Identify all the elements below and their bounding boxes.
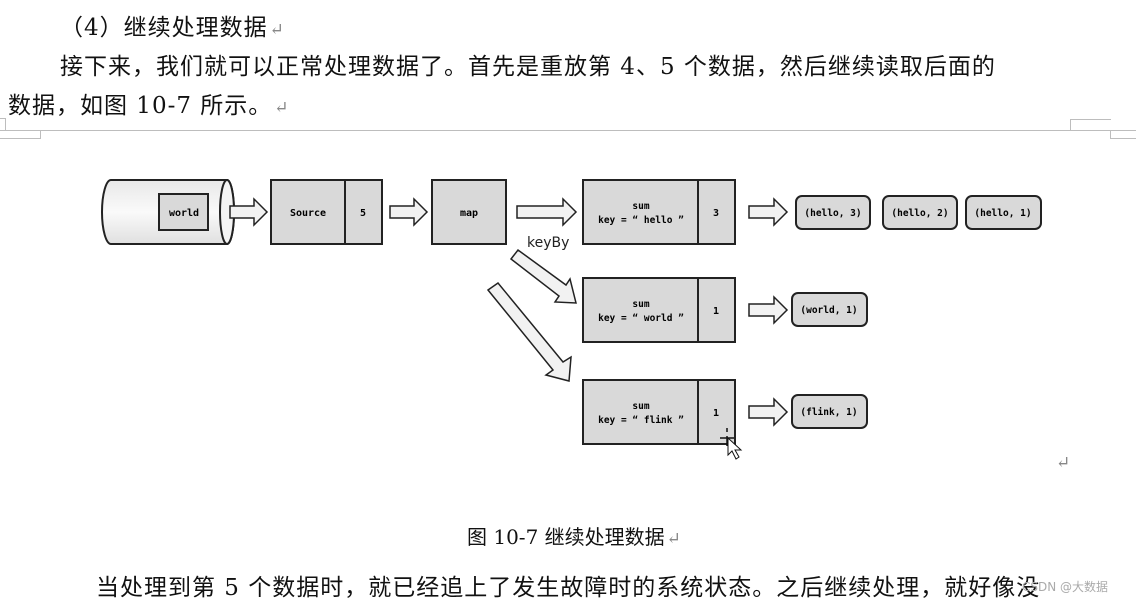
source-offset: 5	[360, 208, 366, 219]
task-state: 3	[713, 208, 719, 219]
margin-corner-mark	[1070, 119, 1111, 131]
map-operator: map	[431, 179, 507, 245]
keyby-label: keyBy	[527, 235, 569, 251]
sum-task-hello: sum key = “ hello ” 3	[582, 179, 736, 245]
flow-arrow-icon	[748, 397, 789, 427]
queue-item-box	[158, 193, 209, 231]
section-heading: （4）继续处理数据↵	[60, 8, 285, 42]
flow-arrow-icon	[516, 197, 578, 227]
section-heading-text: （4）继续处理数据	[60, 15, 268, 41]
output-record-text: (hello, 1)	[974, 208, 1031, 219]
paragraph-1-line-2-text: 数据，如图 10-7 所示。	[8, 93, 273, 119]
margin-corner-mark	[1110, 130, 1136, 139]
paragraph-1-line-2: 数据，如图 10-7 所示。↵	[8, 86, 290, 120]
output-record-text: (flink, 1)	[800, 407, 857, 418]
sum-label: sum	[632, 201, 649, 212]
output-record: (hello, 1)	[965, 195, 1042, 230]
map-label: map	[460, 208, 478, 219]
paragraph-mark-icon: ↵	[1056, 453, 1071, 473]
source-label: Source	[290, 208, 326, 219]
output-record-text: (hello, 3)	[804, 208, 861, 219]
output-record-text: (world, 1)	[800, 305, 857, 316]
queue-item-label: world	[169, 208, 199, 219]
margin-corner-mark	[0, 118, 6, 131]
flow-arrow-icon	[229, 197, 269, 227]
output-record-text: (hello, 2)	[891, 208, 948, 219]
sum-task-world: sum key = “ world ” 1	[582, 277, 736, 343]
watermark: CSDN @大数据	[1022, 580, 1109, 594]
task-state: 1	[713, 306, 719, 317]
paragraph-2: 当处理到第 5 个数据时，就已经追上了发生故障时的系统状态。之后继续处理，就好像…	[96, 575, 1041, 601]
figure-caption: 图 10-7 继续处理数据↵	[467, 521, 681, 550]
sum-label: sum	[632, 401, 649, 412]
flow-arrow-icon	[748, 295, 789, 325]
page-break-divider	[0, 130, 1136, 131]
queue-cylinder: world	[101, 179, 235, 245]
output-record: (world, 1)	[791, 292, 868, 327]
task-key: key = “ flink ”	[598, 415, 684, 426]
task-state: 1	[713, 408, 719, 419]
output-record: (hello, 2)	[882, 195, 958, 230]
margin-corner-mark	[0, 130, 41, 139]
paragraph-mark-icon: ↵	[274, 98, 290, 118]
mouse-cursor-icon	[720, 428, 743, 460]
task-key: key = “ world ”	[598, 313, 684, 324]
sum-label: sum	[632, 299, 649, 310]
source-operator: Source 5	[270, 179, 383, 245]
output-record: (flink, 1)	[791, 394, 868, 429]
paragraph-mark-icon: ↵	[269, 20, 285, 40]
paragraph-1-line-1: 接下来，我们就可以正常处理数据了。首先是重放第 4、5 个数据，然后继续读取后面…	[60, 54, 996, 80]
sum-task-flink: sum key = “ flink ” 1	[582, 379, 736, 445]
task-key: key = “ hello ”	[598, 215, 684, 226]
figure-caption-text: 图 10-7 继续处理数据	[467, 525, 665, 549]
paragraph-mark-icon: ↵	[666, 529, 681, 549]
flow-arrow-icon	[748, 197, 789, 227]
keyby-arrow-icon	[509, 248, 577, 304]
output-record: (hello, 3)	[795, 195, 871, 230]
flow-arrow-icon	[389, 197, 429, 227]
keyby-arrow-icon	[486, 281, 572, 382]
